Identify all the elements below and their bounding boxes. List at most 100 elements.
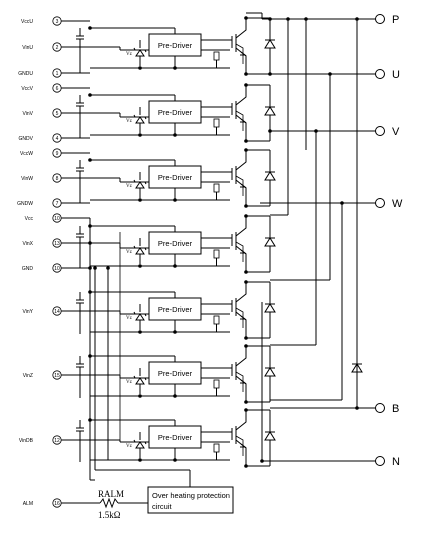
pin-number: 7	[56, 201, 59, 207]
junction-dot	[244, 204, 248, 208]
sense-resistor-icon	[213, 51, 220, 61]
zener-bar	[133, 47, 147, 53]
junction-dot	[244, 16, 248, 20]
igbt-sense	[235, 43, 244, 64]
zener-diode-icon	[135, 247, 145, 255]
igbt-collector	[235, 18, 247, 39]
junction-dot	[88, 26, 92, 30]
over-heating-protection-box	[147, 486, 234, 514]
zener-bar	[133, 179, 147, 185]
output-terminal	[375, 126, 385, 136]
pin-label: GNDU	[18, 71, 33, 77]
output-terminal	[375, 403, 385, 413]
sense-resistor-icon	[213, 118, 220, 128]
pin-label: VccU	[21, 19, 33, 25]
junction-dot	[244, 464, 248, 468]
igbt-sense	[235, 371, 244, 392]
pin-number: 10	[54, 266, 60, 272]
ralm-label: RALM	[98, 489, 124, 499]
junction-dot	[88, 224, 92, 228]
freewheel-diode-icon	[264, 39, 276, 49]
vz-label: Vz	[126, 380, 133, 385]
freewheel-diode-icon	[264, 367, 276, 377]
igbt-arrow	[240, 443, 247, 448]
pin-label: VinU	[22, 45, 33, 51]
junction-dot	[138, 394, 142, 398]
vz-label: Vz	[126, 316, 133, 321]
zener-bar	[133, 114, 147, 120]
junction-dot	[93, 266, 97, 270]
pin-label: VccV	[21, 86, 33, 92]
output-terminal	[375, 456, 385, 466]
igbt-emitter	[235, 375, 247, 402]
igbt-arrow	[240, 118, 247, 123]
junction-dot	[173, 198, 177, 202]
junction-dot	[138, 133, 142, 137]
junction-dot	[173, 66, 177, 70]
igbt-arrow	[240, 379, 247, 384]
zener-diode-icon	[135, 181, 145, 189]
sense-resistor-icon	[213, 443, 220, 453]
junction-dot	[260, 459, 264, 463]
junction-dot	[244, 408, 248, 412]
junction-dot	[244, 83, 248, 87]
igbt-collector	[235, 346, 247, 367]
pin-number: 12	[54, 438, 60, 444]
pin-label: GNDV	[19, 136, 34, 142]
pin-number: 1	[56, 71, 59, 77]
freewheel-diode-icon	[264, 431, 276, 441]
igbt-sense	[235, 307, 244, 328]
junction-dot	[88, 418, 92, 422]
junction-dot	[355, 406, 359, 410]
pin-label: VinDB	[19, 438, 34, 444]
zener-bar	[133, 375, 147, 381]
junction-dot	[173, 330, 177, 334]
ohp-label-line1: Over heating protection	[152, 491, 230, 500]
igbt-arrow	[240, 183, 247, 188]
pin-number: 2	[56, 45, 59, 51]
sense-resistor-icon	[213, 249, 220, 259]
pin-number: 16	[54, 501, 60, 507]
igbt-arrow	[240, 315, 247, 320]
pin-label: VinV	[23, 111, 34, 117]
junction-dot	[244, 72, 248, 76]
junction-dot	[244, 148, 248, 152]
igbt-collector	[235, 216, 247, 237]
junction-dot	[138, 264, 142, 268]
zener-diode-icon	[135, 49, 145, 57]
pin-number: 14	[54, 309, 60, 315]
junction-dot	[138, 66, 142, 70]
freewheel-diode-icon	[264, 106, 276, 116]
igbt-emitter	[235, 245, 247, 272]
pin-label: Vcc	[25, 216, 34, 222]
pin-number: 8	[56, 176, 59, 182]
sense-resistor-icon	[213, 315, 220, 325]
output-label: P	[392, 14, 399, 26]
igbt-sense	[235, 435, 244, 456]
zener-diode-icon	[135, 441, 145, 449]
igbt-collector	[235, 85, 247, 106]
pre-driver-label: Pre-Driver	[158, 369, 193, 378]
vz-label: Vz	[126, 444, 133, 449]
ralm-resistor-icon	[99, 497, 119, 509]
igbt-emitter	[235, 311, 247, 338]
pin-label: GNDW	[17, 201, 33, 207]
junction-dot	[88, 266, 92, 270]
zener-bar	[133, 245, 147, 251]
zener-diode-icon	[135, 313, 145, 321]
zener-diode-icon	[135, 377, 145, 385]
freewheel-diode-icon	[264, 171, 276, 181]
output-terminal	[375, 69, 385, 79]
junction-dot	[88, 93, 92, 97]
pre-driver-label: Pre-Driver	[158, 173, 193, 182]
pin-label: VinY	[23, 309, 34, 315]
pin-number: 5	[56, 111, 59, 117]
pre-driver-label: Pre-Driver	[158, 108, 193, 117]
igbt-arrow	[240, 249, 247, 254]
